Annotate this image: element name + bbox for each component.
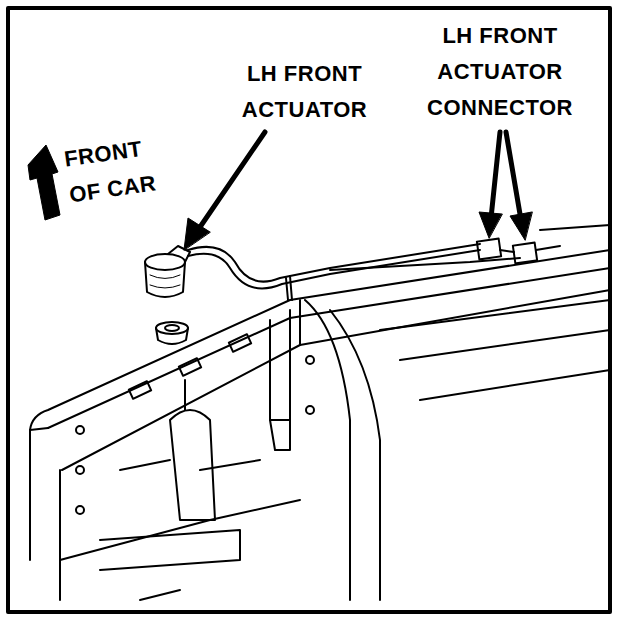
direction-arrow [28, 145, 60, 220]
frame [8, 8, 610, 612]
direction-label: FRONT OF CAR [62, 128, 171, 213]
part-label: LH FRONT ACTUATOR CONNECTOR [414, 18, 586, 126]
leader-line [198, 132, 265, 230]
leader-line [491, 132, 500, 218]
arrowhead [479, 212, 502, 238]
arrowhead [510, 212, 532, 240]
leader-line [506, 132, 521, 220]
part-label: LH FRONT ACTUATOR [222, 56, 387, 128]
arrowhead [184, 218, 210, 250]
